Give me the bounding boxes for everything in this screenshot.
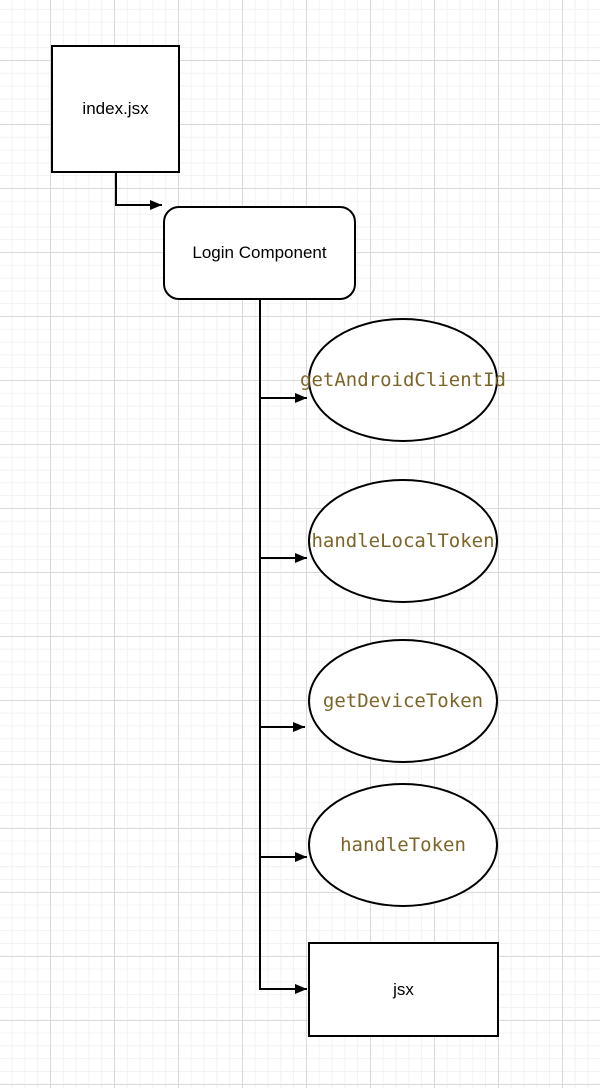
node-get-device-token-label: getDeviceToken (322, 690, 484, 712)
node-handle-local-token-label: handleLocalToken (311, 530, 495, 552)
node-index-jsx[interactable]: index.jsx (51, 45, 180, 173)
node-jsx-label: jsx (393, 979, 414, 999)
node-index-jsx-label: index.jsx (82, 99, 149, 118)
node-get-device-token[interactable]: getDeviceToken (308, 639, 498, 763)
node-get-android-client-id-label: getAndroidClientId (300, 369, 506, 391)
node-login-component-label: Login Component (192, 243, 327, 262)
node-get-android-client-id[interactable]: getAndroidClientId (300, 318, 506, 442)
node-handle-token[interactable]: handleToken (308, 783, 498, 907)
node-jsx[interactable]: jsx (308, 942, 499, 1037)
node-handle-local-token[interactable]: handleLocalToken (308, 479, 498, 603)
node-handle-token-label: handleToken (340, 834, 466, 856)
edge-login-to-jsx[interactable] (259, 300, 307, 994)
node-login-component[interactable]: Login Component (163, 206, 356, 300)
edge-index-to-login[interactable] (115, 173, 162, 210)
